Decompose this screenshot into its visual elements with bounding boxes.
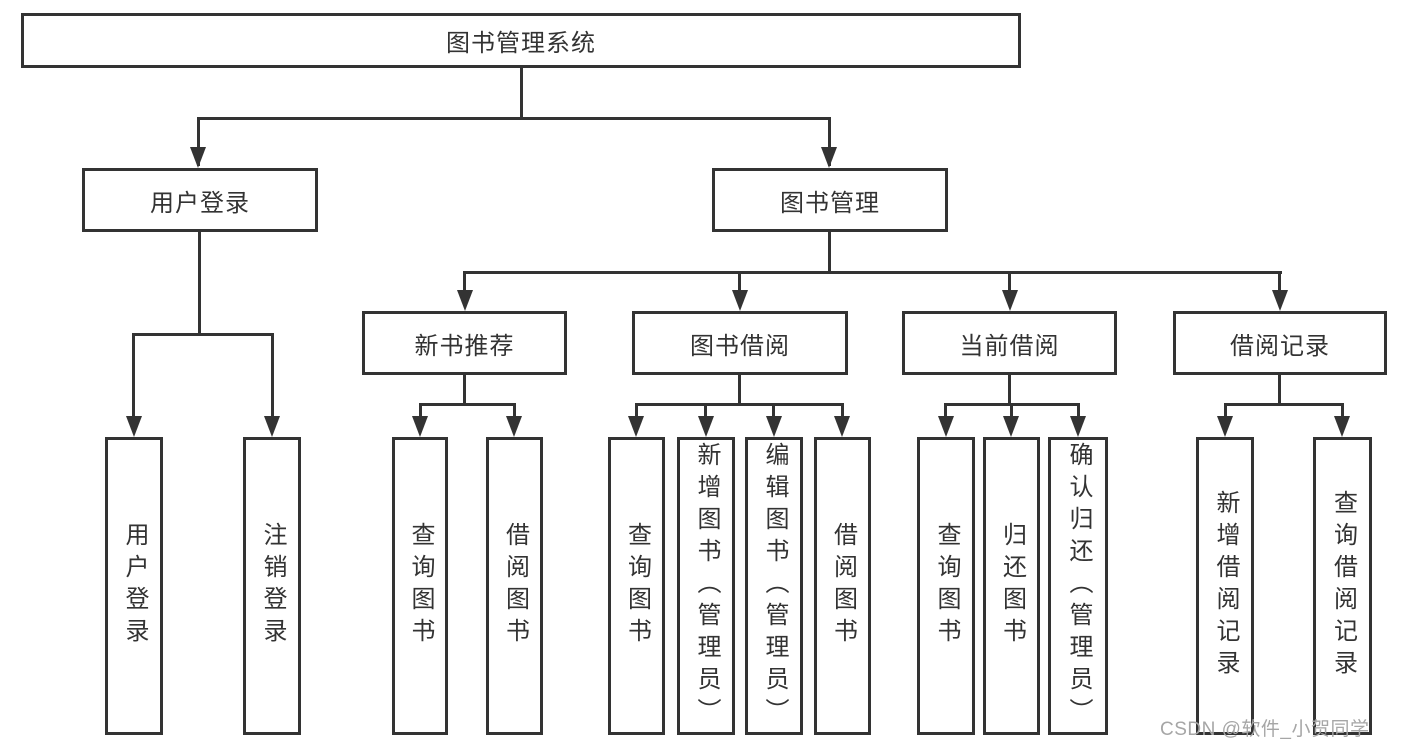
connector-to-new-book [463, 271, 466, 306]
leaf-bb-add-books-admin-label: 新增图书（管理员） [693, 442, 720, 730]
node-book-management-label: 图书管理 [780, 189, 880, 217]
arrowhead-leaf-login [126, 416, 142, 437]
leaf-br-add-record: 新增借阅记录 [1196, 437, 1254, 735]
connector-root-down [520, 67, 523, 118]
connector-borrow-records-horizontal [1224, 403, 1344, 406]
connector-to-user-login [197, 117, 200, 166]
leaf-user-login-label: 用户登录 [121, 522, 148, 650]
arrowhead-book-management [821, 147, 837, 168]
leaf-cb-confirm-return-admin-label: 确认归还（管理员） [1065, 442, 1092, 730]
leaf-nb-query-books: 查询图书 [392, 437, 448, 735]
connector-to-book-management [828, 117, 831, 166]
arrowhead-new-book [457, 290, 473, 311]
leaf-bb-borrow-books: 借阅图书 [814, 437, 871, 735]
connector-to-borrow-records [1278, 271, 1281, 306]
leaf-bb-edit-books-admin: 编辑图书（管理员） [745, 437, 803, 735]
connector-user-login-down [198, 232, 201, 336]
connector-book-borrow-down [738, 375, 741, 405]
leaf-cb-return-books-label: 归还图书 [998, 522, 1026, 650]
leaf-nb-query-books-label: 查询图书 [407, 522, 434, 650]
leaf-br-query-record: 查询借阅记录 [1313, 437, 1372, 735]
connector-to-book-borrow [738, 271, 741, 306]
arrowhead-bb-leaf-4 [834, 416, 850, 437]
leaf-cb-return-books: 归还图书 [983, 437, 1040, 735]
leaf-bb-query-books-label: 查询图书 [623, 522, 651, 650]
arrowhead-nb-leaf-1 [412, 416, 428, 437]
node-current-borrow: 当前借阅 [902, 311, 1117, 375]
arrowhead-br-leaf-2 [1334, 416, 1350, 437]
leaf-br-query-record-label: 查询借阅记录 [1329, 490, 1357, 682]
leaf-user-login: 用户登录 [105, 437, 163, 735]
node-user-login: 用户登录 [82, 168, 318, 232]
arrowhead-borrow-records [1272, 290, 1288, 311]
leaf-bb-query-books: 查询图书 [608, 437, 665, 735]
arrowhead-cb-leaf-2 [1003, 416, 1019, 437]
node-root-label: 图书管理系统 [446, 30, 596, 57]
leaf-bb-borrow-books-label: 借阅图书 [829, 522, 857, 650]
leaf-cb-query-books-label: 查询图书 [933, 522, 960, 650]
connector-current-borrow-down [1008, 375, 1011, 405]
arrowhead-bb-leaf-3 [766, 416, 782, 437]
connector-new-book-down [463, 375, 466, 405]
arrowhead-cb-leaf-3 [1070, 416, 1086, 437]
arrowhead-user-login [190, 147, 206, 168]
connector-new-book-horizontal [419, 403, 516, 406]
leaf-bb-edit-books-admin-label: 编辑图书（管理员） [761, 442, 788, 730]
leaf-nb-borrow-books-label: 借阅图书 [501, 522, 529, 650]
arrowhead-nb-leaf-2 [506, 416, 522, 437]
arrowhead-current-borrow [1002, 290, 1018, 311]
connector-to-current-borrow [1008, 271, 1011, 306]
node-borrow-records-label: 借阅记录 [1230, 332, 1330, 360]
arrowhead-leaf-logout [264, 416, 280, 437]
connector-borrow-records-down [1278, 375, 1281, 405]
connector-level3-horizontal [464, 271, 1282, 274]
node-borrow-records: 借阅记录 [1173, 311, 1387, 375]
leaf-logout-label: 注销登录 [259, 522, 286, 650]
connector-book-borrow-horizontal [635, 403, 844, 406]
arrowhead-book-borrow [732, 290, 748, 311]
leaf-logout: 注销登录 [243, 437, 301, 735]
node-current-borrow-label: 当前借阅 [959, 332, 1060, 360]
csdn-watermark: CSDN @软件_小贺同学 [1160, 719, 1370, 740]
leaf-cb-confirm-return-admin: 确认归还（管理员） [1048, 437, 1108, 735]
connector-user-login-horizontal [133, 333, 274, 336]
node-book-borrow: 图书借阅 [632, 311, 848, 375]
node-book-borrow-label: 图书借阅 [690, 332, 790, 360]
node-root: 图书管理系统 [21, 13, 1021, 68]
connector-book-management-down [828, 232, 831, 273]
arrowhead-br-leaf-1 [1217, 416, 1233, 437]
node-new-book-recommend-label: 新书推荐 [414, 332, 515, 360]
arrowhead-cb-leaf-1 [938, 416, 954, 437]
leaf-nb-borrow-books: 借阅图书 [486, 437, 543, 735]
node-book-management: 图书管理 [712, 168, 948, 232]
arrowhead-bb-leaf-1 [628, 416, 644, 437]
node-user-login-label: 用户登录 [150, 189, 250, 217]
leaf-cb-query-books: 查询图书 [917, 437, 975, 735]
connector-level2-horizontal [197, 117, 831, 120]
connector-to-leaf-login [132, 333, 135, 431]
leaf-br-add-record-label: 新增借阅记录 [1212, 490, 1239, 682]
connector-to-leaf-logout [271, 333, 274, 431]
node-new-book-recommend: 新书推荐 [362, 311, 567, 375]
arrowhead-bb-leaf-2 [698, 416, 714, 437]
leaf-bb-add-books-admin: 新增图书（管理员） [677, 437, 735, 735]
